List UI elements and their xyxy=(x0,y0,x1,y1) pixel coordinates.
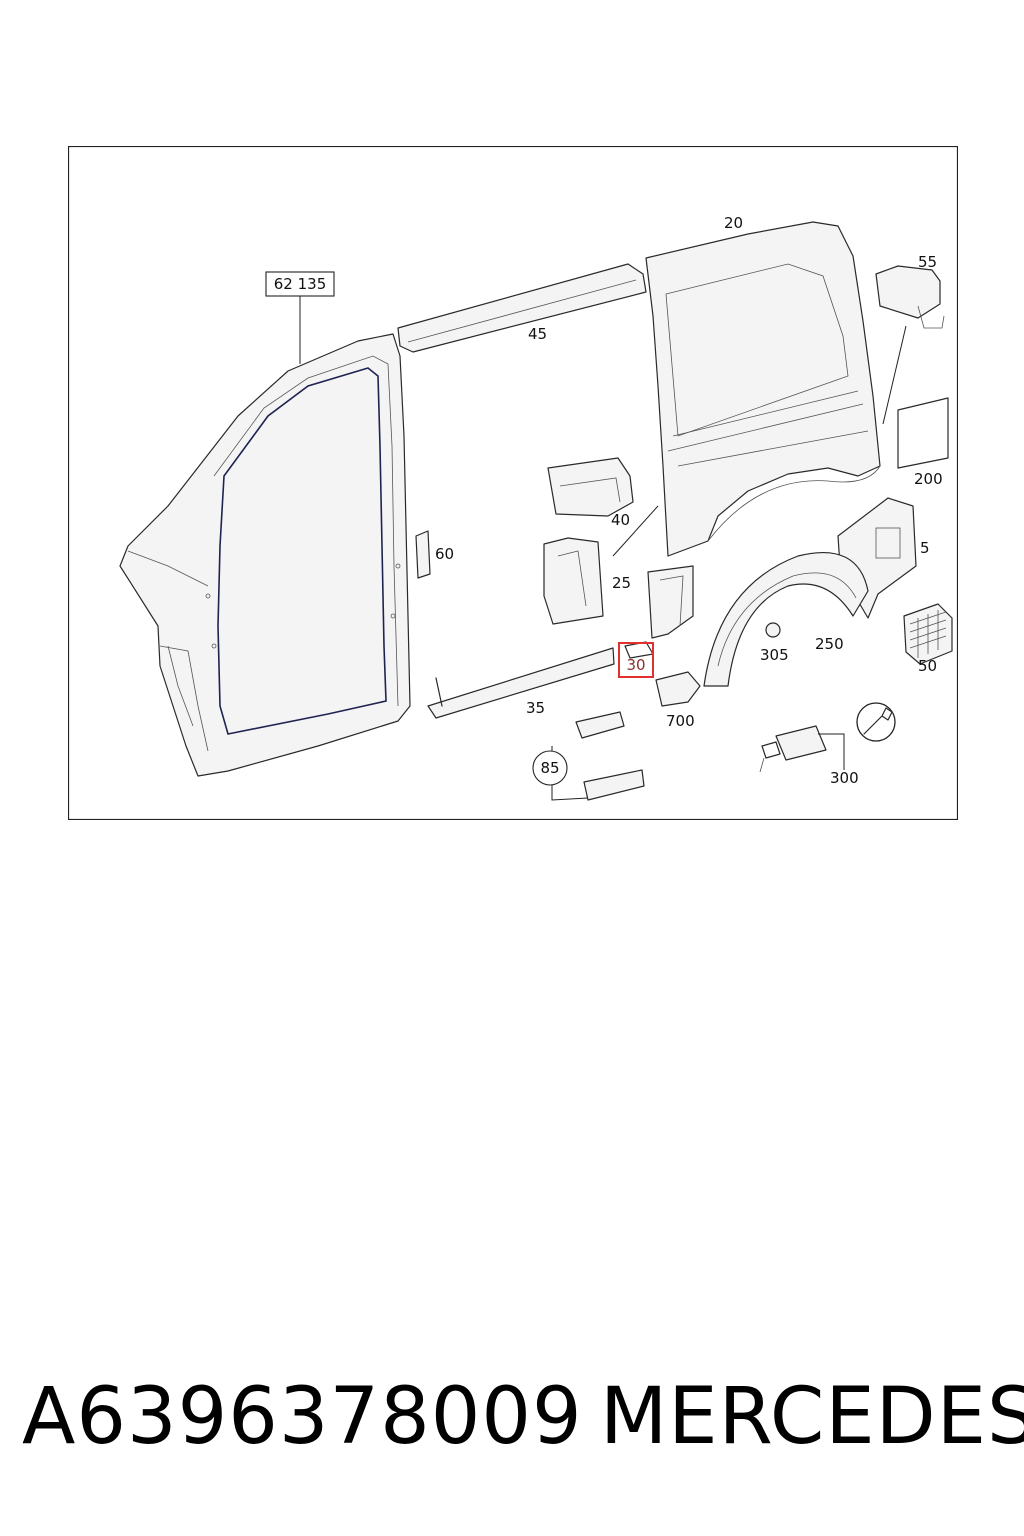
part-55-fuel-flap xyxy=(875,265,941,319)
part-300-sealant xyxy=(759,725,827,773)
part-85-bracket-lower xyxy=(583,769,645,801)
leader-40 xyxy=(612,505,659,557)
part-60-bracket xyxy=(415,530,431,579)
highlight-box-30 xyxy=(618,642,654,678)
callout-35: 35 xyxy=(526,699,545,717)
callout-25: 25 xyxy=(612,574,631,592)
callout-305: 305 xyxy=(760,646,789,664)
callout-300: 300 xyxy=(830,769,859,787)
part-35-sill xyxy=(427,647,615,719)
part-40-bracket xyxy=(547,457,634,517)
brand-name: MERCEDES xyxy=(600,1372,1024,1462)
callout-50: 50 xyxy=(918,657,937,675)
callout-62135: 62 135 xyxy=(274,275,327,293)
part-30-pillar-extension xyxy=(647,565,694,639)
part-200-label xyxy=(897,397,949,469)
callout-250: 250 xyxy=(815,635,844,653)
parts-diagram: 62 135 60 45 20 55 200 40 25 5 50 2 xyxy=(68,146,958,820)
callout-60: 60 xyxy=(435,545,454,563)
part-50-vent-grille xyxy=(903,603,953,665)
callout-20: 20 xyxy=(724,214,743,232)
part-number: A6396378009 xyxy=(22,1372,583,1462)
part-45-roof-rail xyxy=(397,263,647,353)
callout-200: 200 xyxy=(914,470,943,488)
callout-5: 5 xyxy=(920,539,930,557)
part-85-bracket-upper xyxy=(575,711,625,739)
callout-85: 85 xyxy=(540,759,559,777)
part-250-wheel-arch xyxy=(703,552,869,687)
front-side-frame xyxy=(119,333,411,777)
callout-45: 45 xyxy=(528,325,547,343)
leader-55 xyxy=(882,325,907,425)
callout-ring-85 xyxy=(532,750,568,786)
leader-300 xyxy=(818,733,845,770)
callout-700: 700 xyxy=(666,712,695,730)
callout-55: 55 xyxy=(918,253,937,271)
part-20-rear-side-panel xyxy=(645,221,881,557)
part-305-clip xyxy=(765,622,781,638)
callout-40: 40 xyxy=(611,511,630,529)
callout-box-62135 xyxy=(265,271,335,297)
part-25-reinforcement xyxy=(543,537,604,625)
part-700-cover xyxy=(655,671,701,707)
callout-30: 30 xyxy=(626,656,645,674)
